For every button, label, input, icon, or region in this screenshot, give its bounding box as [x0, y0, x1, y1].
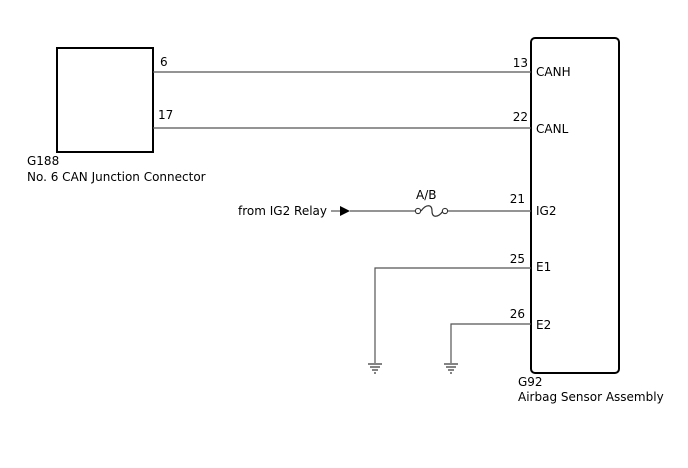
assembly-pin-26-number: 26 [510, 307, 525, 321]
assembly-pin-canl-signal: CANL [536, 122, 569, 136]
fuse-label: A/B [416, 188, 436, 202]
fuse-terminal-left [414, 207, 422, 215]
assembly-name-label: Airbag Sensor Assembly [518, 390, 664, 404]
assembly-code-label: G92 [518, 375, 543, 389]
e1-ground-wire [374, 267, 531, 363]
airbag-sensor-assembly-box [530, 37, 620, 374]
assembly-pin-ig2-signal: IG2 [536, 204, 556, 218]
assembly-pin-25-number: 25 [510, 252, 525, 266]
assembly-pin-canh-signal: CANH [536, 65, 571, 79]
assembly-pin-e1-signal: E1 [536, 260, 551, 274]
power-source-label: from IG2 Relay [238, 204, 327, 218]
connector-pin-6-label: 6 [160, 55, 168, 69]
arrow-right-icon [340, 206, 350, 216]
can-junction-connector-box [56, 47, 154, 153]
ground-icon [444, 363, 458, 374]
fuse-icon [420, 205, 444, 217]
assembly-pin-21-number: 21 [510, 192, 525, 206]
e2-ground-wire [450, 323, 531, 363]
fuse-terminal-right [441, 207, 449, 215]
assembly-pin-22-number: 22 [513, 110, 528, 124]
assembly-pin-e2-signal: E2 [536, 318, 551, 332]
assembly-pin-13-number: 13 [513, 56, 528, 70]
ground-icon [368, 363, 382, 374]
connector-name-label: No. 6 CAN Junction Connector [27, 170, 206, 184]
connector-code-label: G188 [27, 154, 59, 168]
connector-pin-17-label: 17 [158, 108, 173, 122]
